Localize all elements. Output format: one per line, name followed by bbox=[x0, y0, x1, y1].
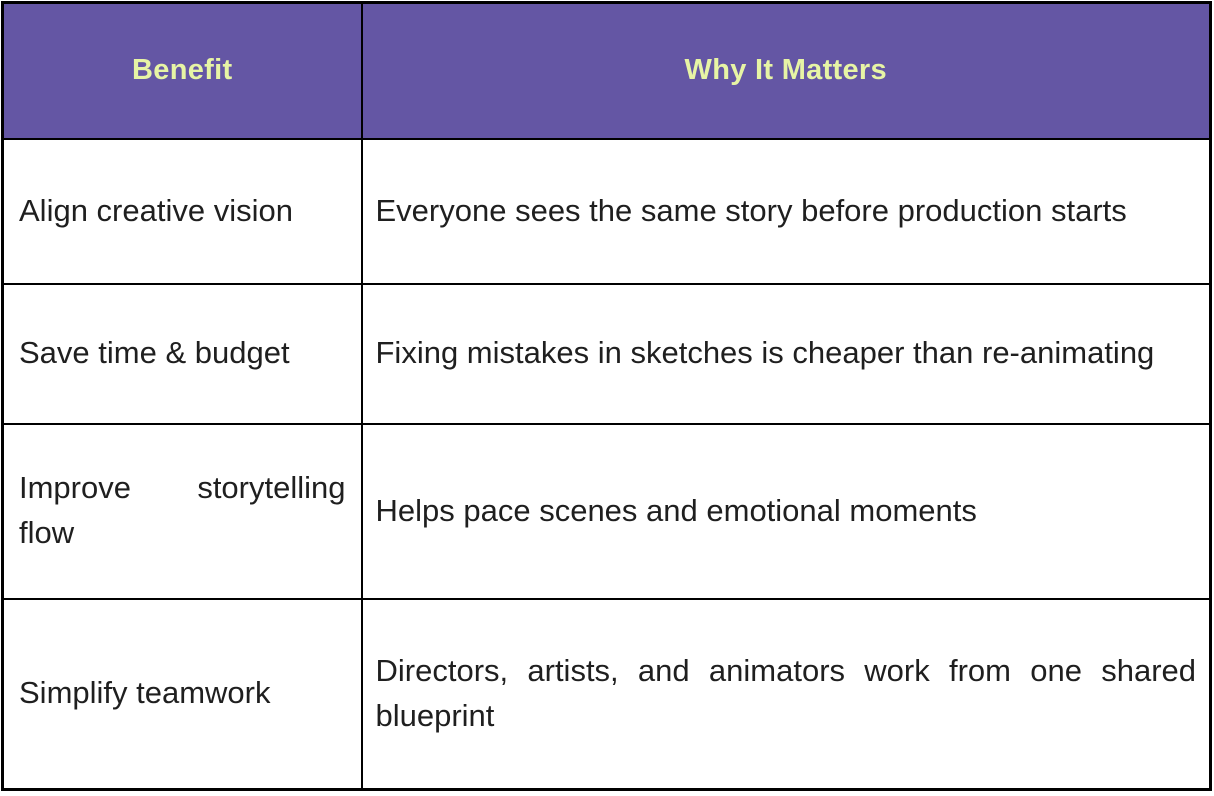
header-cell-why-it-matters: Why It Matters bbox=[360, 1, 1212, 140]
header-cell-benefit: Benefit bbox=[1, 1, 363, 140]
table-row: Save time & budget Fixing mistakes in sk… bbox=[1, 282, 1212, 425]
table-row: Simplify teamwork Directors, artists, an… bbox=[1, 597, 1212, 791]
benefit-cell: Improve storytelling flow bbox=[1, 422, 363, 600]
table-row: Align creative vision Everyone sees the … bbox=[1, 137, 1212, 285]
table-row: Improve storytelling flow Helps pace sce… bbox=[1, 422, 1212, 600]
benefit-cell: Simplify teamwork bbox=[1, 597, 363, 791]
table-header-row: Benefit Why It Matters bbox=[1, 1, 1212, 140]
why-cell: Directors, artists, and animators work f… bbox=[360, 597, 1212, 791]
why-cell: Fixing mistakes in sketches is cheaper t… bbox=[360, 282, 1212, 425]
why-cell: Helps pace scenes and emotional moments bbox=[360, 422, 1212, 600]
benefit-cell: Save time & budget bbox=[1, 282, 363, 425]
benefit-cell: Align creative vision bbox=[1, 137, 363, 285]
why-cell: Everyone sees the same story before prod… bbox=[360, 137, 1212, 285]
